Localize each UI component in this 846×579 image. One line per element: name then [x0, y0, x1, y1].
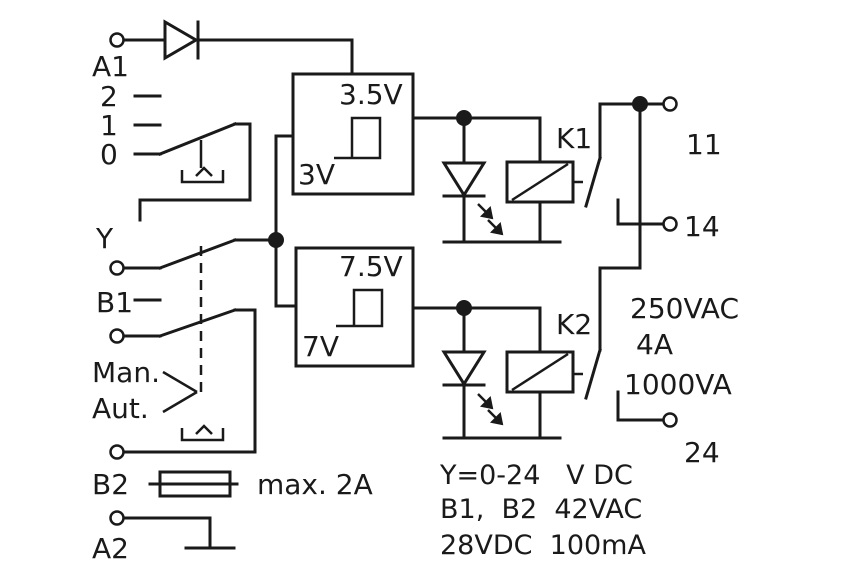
- terminal-a1[interactable]: [109, 32, 125, 48]
- junction-dot: [268, 232, 284, 248]
- hysteresis-icon: [336, 288, 384, 328]
- comparator-2-upper: 7.5V: [339, 250, 403, 283]
- comparator-1-lower: 3V: [298, 158, 335, 191]
- relay-contacts: [584, 96, 678, 428]
- relay-k1-label: K1: [556, 122, 592, 155]
- label-a2: A2: [92, 532, 129, 565]
- spec-line-3: 28VDC 100mA: [440, 530, 646, 561]
- mode-selector-switch: [133, 94, 252, 222]
- fuse: [148, 470, 239, 498]
- comparator-2-lower: 7V: [302, 330, 339, 363]
- rating-voltage: 250VAC: [630, 292, 739, 325]
- relay-k2-driver: [441, 300, 575, 440]
- rating-current: 4A: [636, 328, 673, 361]
- label-11: 11: [686, 128, 722, 161]
- label-aut: Aut.: [92, 392, 149, 425]
- comparator-1-upper: 3.5V: [339, 78, 403, 111]
- relay-k2-label: K2: [556, 308, 592, 341]
- label-pos2: 2: [100, 80, 118, 113]
- relay-k1-driver: [441, 110, 575, 244]
- a2-ground-line: [109, 510, 236, 550]
- a1-supply-line: [109, 19, 354, 76]
- comparator-1: [291, 72, 415, 196]
- spec-line-1: Y=0-24 V DC: [439, 460, 633, 491]
- label-man: Man.: [92, 356, 160, 389]
- terminal-y[interactable]: [109, 260, 125, 276]
- relay-coil-k1: [505, 160, 575, 204]
- fuse-label: max. 2A: [257, 468, 373, 501]
- terminal-b2-upper[interactable]: [109, 444, 125, 460]
- terminal-a2[interactable]: [109, 510, 125, 526]
- label-b2: B2: [92, 468, 129, 501]
- label-y: Y: [95, 222, 114, 255]
- terminal-11[interactable]: [662, 96, 678, 112]
- terminal-14[interactable]: [662, 216, 678, 232]
- b1-manual-auto-switch: [109, 298, 257, 454]
- label-24: 24: [684, 436, 720, 469]
- label-pos1: 1: [100, 109, 118, 142]
- led-icon: [441, 350, 504, 426]
- label-a1: A1: [92, 50, 129, 83]
- label-b1: B1: [96, 286, 133, 319]
- diode-icon: [163, 19, 200, 61]
- label-14: 14: [684, 210, 720, 243]
- comparator-2: [294, 246, 415, 368]
- comparator-input-bus: [268, 134, 298, 308]
- relay-coil-k2: [505, 350, 575, 394]
- terminal-24[interactable]: [662, 412, 678, 428]
- led-icon: [441, 161, 504, 236]
- label-pos0: 0: [100, 138, 118, 171]
- hysteresis-icon: [334, 116, 382, 160]
- terminal-b1[interactable]: [109, 328, 125, 344]
- spec-line-2: B1, B2 42VAC: [440, 494, 642, 525]
- rating-power: 1000VA: [624, 368, 732, 401]
